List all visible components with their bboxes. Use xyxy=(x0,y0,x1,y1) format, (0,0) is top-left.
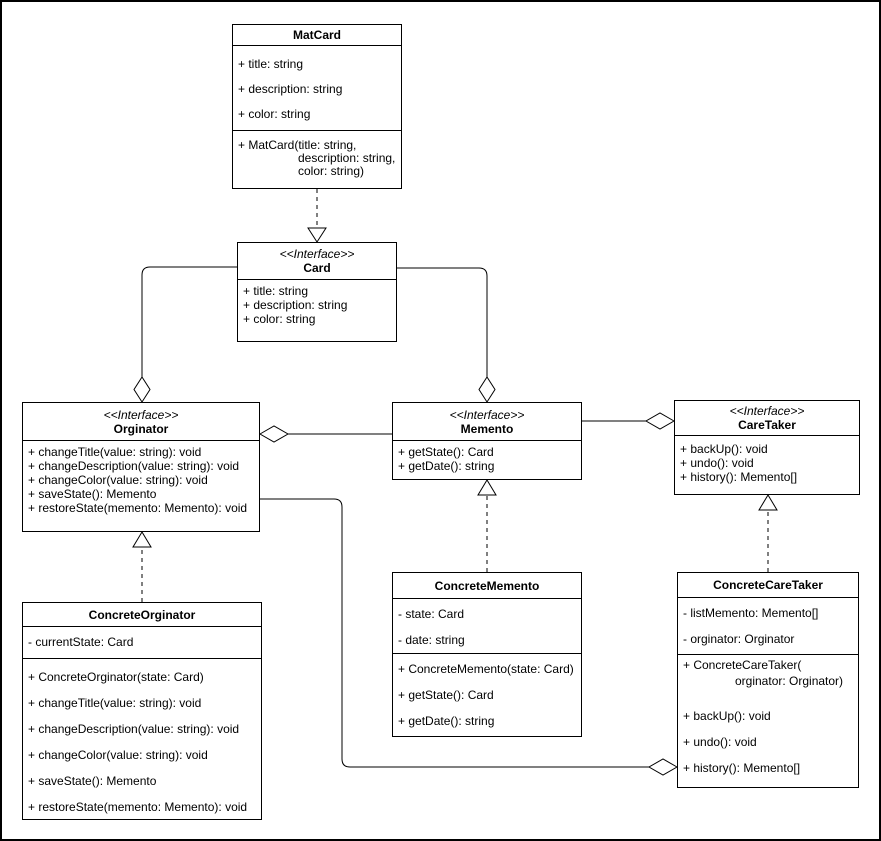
class-name: ConcreteCareTaker xyxy=(678,573,858,598)
aggregation-link-orginator-to-concretecaretaker xyxy=(260,498,679,776)
method-row: + undo(): void xyxy=(683,735,757,749)
class-name: <<Interface>> CareTaker xyxy=(675,401,859,436)
method-row: + changeTitle(value: string): void xyxy=(28,445,202,459)
class-name: ConcreteMemento xyxy=(393,573,581,599)
aggregation-link-memento-to-orginator xyxy=(258,425,392,443)
class-box-concrete-memento: ConcreteMemento - state: Card - date: st… xyxy=(392,572,582,737)
methods-compartment: + ConcreteMemento(state: Card) + getStat… xyxy=(393,654,581,736)
method-row: + MatCard(title: string, xyxy=(238,139,357,152)
attribute-row: - listMemento: Memento[] xyxy=(683,606,819,620)
method-row: + history(): Memento[] xyxy=(680,470,798,484)
method-row: + saveState(): Memento xyxy=(28,487,157,501)
method-row: + saveState(): Memento xyxy=(28,773,157,788)
method-row: + getDate(): string xyxy=(398,714,495,728)
method-row-continuation: description: string, xyxy=(298,152,396,165)
class-name-label: CareTaker xyxy=(738,418,796,432)
class-name-label: ConcreteMemento xyxy=(434,578,540,593)
aggregation-link-memento-to-caretaker xyxy=(582,412,676,430)
method-row: + changeDescription(value: string): void xyxy=(28,459,240,473)
attribute-row: + description: string xyxy=(238,81,343,96)
method-row: + ConcreteOrginator(state: Card) xyxy=(28,669,204,684)
realization-arrow-concretecaretaker-to-caretaker xyxy=(758,494,778,572)
method-row: + backUp(): void xyxy=(680,442,768,456)
method-row: + ConcreteCareTaker( xyxy=(683,658,802,672)
attributes-compartment: - state: Card - date: string xyxy=(393,599,581,654)
realization-arrow-concretememento-to-memento xyxy=(477,479,497,572)
class-name-label: ConcreteOrginator xyxy=(88,607,196,622)
methods-compartment: + MatCard(title: string, description: st… xyxy=(233,131,401,188)
class-name-label: MatCard xyxy=(292,28,341,42)
method-row: + history(): Memento[] xyxy=(683,761,801,775)
class-name: ConcreteOrginator xyxy=(23,603,261,627)
method-row: + undo(): void xyxy=(680,456,754,470)
attribute-row: - currentState: Card xyxy=(28,635,134,650)
attribute-row: + color: string xyxy=(238,106,311,121)
class-box-concrete-orginator: ConcreteOrginator - currentState: Card +… xyxy=(22,602,262,820)
class-box-card: <<Interface>> Card + title: string + des… xyxy=(237,242,397,342)
method-row: + getDate(): string xyxy=(398,459,495,473)
method-row: + changeTitle(value: string): void xyxy=(28,695,202,710)
attribute-row: + title: string xyxy=(238,56,304,71)
class-name: <<Interface>> Card xyxy=(238,243,396,280)
attribute-row: - orginator: Orginator xyxy=(683,632,795,646)
realization-arrow-concreteorginator-to-orginator xyxy=(132,531,152,602)
method-row: + changeColor(value: string): void xyxy=(28,473,208,487)
attribute-row: - date: string xyxy=(398,633,465,647)
attributes-compartment: + title: string + description: string + … xyxy=(233,46,401,131)
method-row: + backUp(): void xyxy=(683,709,771,723)
method-row: + restoreState(memento: Memento): void xyxy=(28,799,248,814)
class-name-label: Card xyxy=(303,261,331,275)
attribute-row: - state: Card xyxy=(398,607,465,621)
attribute-row: + color: string xyxy=(243,312,316,326)
realization-arrow-matcard-to-card xyxy=(307,189,327,243)
method-row-continuation: orginator: Orginator) xyxy=(735,674,844,688)
stereotype-label: <<Interface>> xyxy=(449,407,525,422)
class-box-memento: <<Interface>> Memento + getState(): Card… xyxy=(392,402,582,480)
methods-compartment: + ConcreteCareTaker( orginator: Orginato… xyxy=(678,655,858,787)
stereotype-label: <<Interface>> xyxy=(729,404,805,418)
methods-compartment: + getState(): Card + getDate(): string xyxy=(393,441,581,479)
method-row: + getState(): Card xyxy=(398,688,494,702)
class-box-concrete-caretaker: ConcreteCareTaker - listMemento: Memento… xyxy=(677,572,859,788)
method-row-continuation: color: string) xyxy=(298,165,365,178)
class-name: <<Interface>> Orginator xyxy=(23,403,259,441)
class-name: MatCard xyxy=(233,25,401,46)
class-box-matcard: MatCard + title: string + description: s… xyxy=(232,24,402,189)
method-row: + changeDescription(value: string): void xyxy=(28,721,240,736)
method-row: + changeColor(value: string): void xyxy=(28,747,208,762)
methods-compartment: + changeTitle(value: string): void + cha… xyxy=(23,441,259,531)
methods-compartment: + ConcreteOrginator(state: Card) + chang… xyxy=(23,659,261,819)
methods-compartment: + backUp(): void + undo(): void + histor… xyxy=(675,436,859,494)
stereotype-label: <<Interface>> xyxy=(279,247,355,261)
aggregation-link-card-to-orginator xyxy=(133,266,237,403)
attributes-compartment: - currentState: Card xyxy=(23,627,261,659)
attributes-compartment: + title: string + description: string + … xyxy=(238,280,396,341)
class-name-label: Memento xyxy=(460,421,514,436)
class-box-caretaker: <<Interface>> CareTaker + backUp(): void… xyxy=(674,400,860,495)
aggregation-link-card-to-memento xyxy=(397,267,496,403)
method-row: + getState(): Card xyxy=(398,445,494,459)
class-name: <<Interface>> Memento xyxy=(393,403,581,441)
attribute-row: + title: string xyxy=(243,284,309,298)
method-row: + restoreState(memento: Memento): void xyxy=(28,501,248,515)
class-box-orginator: <<Interface>> Orginator + changeTitle(va… xyxy=(22,402,260,532)
attribute-row: + description: string xyxy=(243,298,348,312)
attributes-compartment: - listMemento: Memento[] - orginator: Or… xyxy=(678,598,858,655)
method-row: + ConcreteMemento(state: Card) xyxy=(398,662,574,676)
class-name-label: Orginator xyxy=(113,421,169,436)
class-name-label: ConcreteCareTaker xyxy=(713,578,823,592)
stereotype-label: <<Interface>> xyxy=(103,407,179,422)
